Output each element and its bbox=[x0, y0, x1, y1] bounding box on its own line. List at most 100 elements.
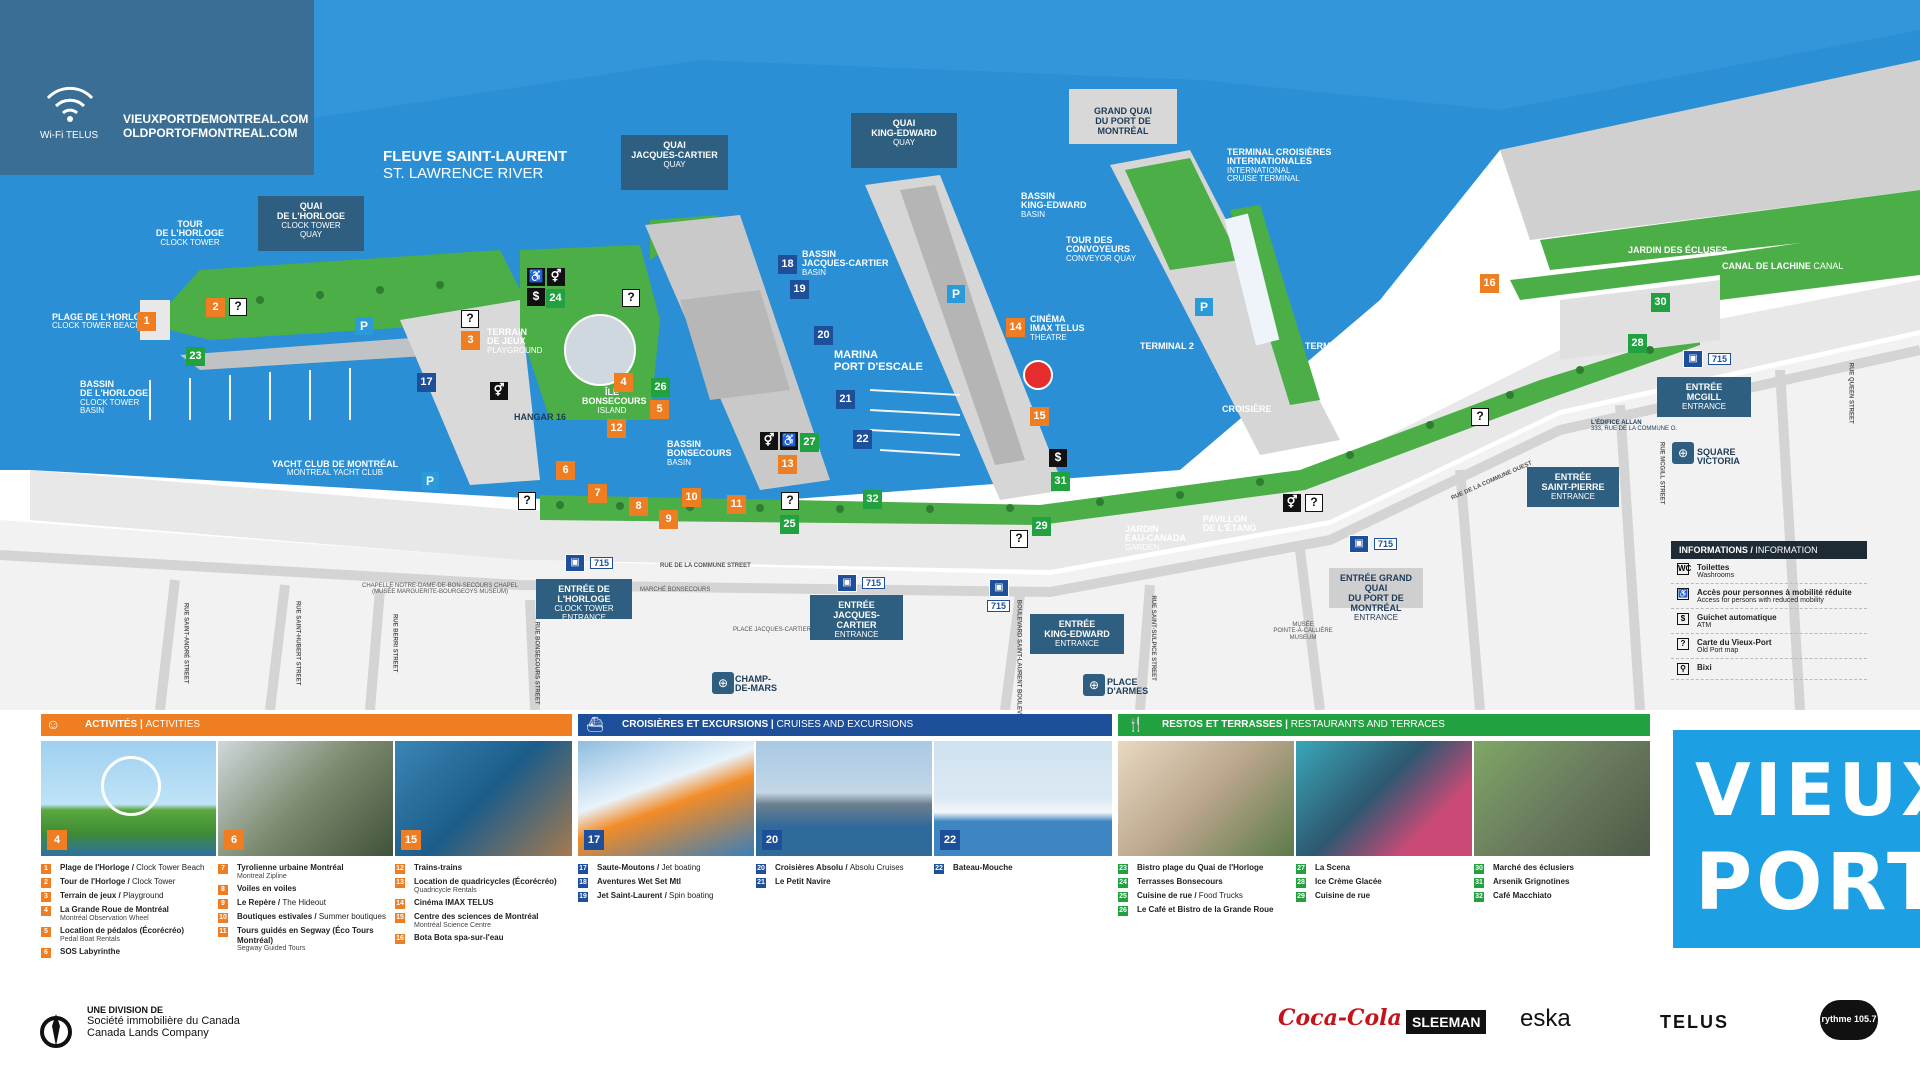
parking-icon[interactable]: P bbox=[947, 285, 965, 303]
parking-icon[interactable]: P bbox=[421, 472, 439, 490]
marker-21[interactable]: 21 bbox=[836, 390, 855, 409]
map-help-icon[interactable]: ? bbox=[1471, 408, 1489, 426]
entrance-jacques-cartier[interactable]: ENTRÉE JACQUES-CARTIER ENTRANCE bbox=[810, 595, 903, 640]
marker-15[interactable]: 15 bbox=[1030, 407, 1049, 426]
marker-14[interactable]: 14 bbox=[1006, 318, 1025, 337]
bus-stop-icon[interactable]: ▣ bbox=[565, 554, 585, 572]
entrance-mcgill[interactable]: ENTRÉE McGILL ENTRANCE bbox=[1657, 377, 1751, 417]
marker-16[interactable]: 16 bbox=[1480, 274, 1499, 293]
activities-header: ACTIVITÉS | ACTIVITIES bbox=[41, 714, 572, 736]
map-help-icon[interactable]: ? bbox=[622, 289, 640, 307]
marker-17[interactable]: 17 bbox=[417, 373, 436, 392]
marker-11[interactable]: 11 bbox=[727, 495, 746, 514]
parking-icon[interactable]: P bbox=[1195, 298, 1213, 316]
map-help-icon[interactable]: ? bbox=[1305, 494, 1323, 512]
label-ile-bonsecours: ÎLE BONSECOURS ISLAND bbox=[582, 387, 647, 415]
map-help-icon[interactable]: ? bbox=[461, 310, 479, 328]
marker-1[interactable]: 1 bbox=[137, 312, 156, 331]
marker-24[interactable]: 24 bbox=[546, 289, 565, 308]
entrance-king-edward[interactable]: ENTRÉE KING-EDWARD ENTRANCE bbox=[1030, 614, 1124, 654]
marker-30[interactable]: 30 bbox=[1651, 293, 1670, 312]
map-help-icon[interactable]: ? bbox=[781, 492, 799, 510]
entrance-saint-pierre[interactable]: ENTRÉE SAINT-PIERRE ENTRANCE bbox=[1527, 467, 1619, 507]
entrance-grand-quai[interactable]: ENTRÉE GRAND QUAI DU PORT DE MONTRÉAL EN… bbox=[1329, 568, 1423, 621]
metro-icon[interactable]: ⊕ bbox=[1083, 674, 1105, 696]
marker-9[interactable]: 9 bbox=[659, 510, 678, 529]
marker-26[interactable]: 26 bbox=[651, 378, 670, 397]
marker-13[interactable]: 13 bbox=[778, 455, 797, 474]
bus-stop-icon[interactable]: ▣ bbox=[1349, 535, 1369, 553]
marker-7[interactable]: 7 bbox=[588, 484, 607, 503]
website-fr-link[interactable]: VIEUXPORTDEMONTREAL.COM bbox=[123, 112, 309, 126]
marker-32[interactable]: 32 bbox=[863, 490, 882, 509]
marker-28[interactable]: 28 bbox=[1628, 334, 1647, 353]
entrance-horloge[interactable]: ENTRÉE DE L'HORLOGE CLOCK TOWER ENTRANCE bbox=[536, 579, 632, 621]
marker-6[interactable]: 6 bbox=[556, 461, 575, 480]
entrance-jc-l1: ENTRÉE bbox=[838, 600, 875, 610]
marker-12[interactable]: 12 bbox=[607, 419, 626, 438]
metro-icon[interactable]: ⊕ bbox=[1672, 442, 1694, 464]
marker-4[interactable]: 4 bbox=[614, 373, 633, 392]
marker-29[interactable]: 29 bbox=[1032, 517, 1051, 536]
science-centre-badge[interactable] bbox=[1023, 360, 1053, 390]
marker-27[interactable]: 27 bbox=[800, 433, 819, 452]
label-bassin-bonsecours-l2: BONSECOURS bbox=[667, 448, 732, 459]
map-help-icon[interactable]: ? bbox=[1010, 530, 1028, 548]
marker-31[interactable]: 31 bbox=[1051, 472, 1070, 491]
entrance-horloge-s2: ENTRANCE bbox=[561, 612, 606, 622]
bus-stop-icon[interactable]: ▣ bbox=[989, 579, 1009, 597]
marker-8[interactable]: 8 bbox=[629, 497, 648, 516]
label-terminal-croisieres: TERMINAL CROISIÈRES INTERNATIONALES INTE… bbox=[1227, 147, 1331, 184]
bus-stop-icon[interactable]: ▣ bbox=[1683, 350, 1703, 368]
marker-19[interactable]: 19 bbox=[790, 280, 809, 299]
metro-icon[interactable]: ⊕ bbox=[712, 672, 734, 694]
marker-20[interactable]: 20 bbox=[814, 326, 833, 345]
marker-5[interactable]: 5 bbox=[650, 400, 669, 419]
cruises-title-fr: CROISIÈRES ET EXCURSIONS bbox=[622, 719, 769, 730]
marker-2[interactable]: 2 bbox=[206, 298, 225, 317]
map-help-icon[interactable]: ? bbox=[229, 298, 247, 316]
marker-10[interactable]: 10 bbox=[682, 488, 701, 507]
marker-18[interactable]: 18 bbox=[778, 255, 797, 274]
marker-23[interactable]: 23 bbox=[186, 347, 205, 366]
bus-stop-icon[interactable]: ▣ bbox=[837, 574, 857, 592]
marker-22[interactable]: 22 bbox=[853, 430, 872, 449]
parking-icon[interactable]: P bbox=[355, 317, 373, 335]
marker-25[interactable]: 25 bbox=[780, 515, 799, 534]
website-en-link[interactable]: OLDPORTOFMONTREAL.COM bbox=[123, 126, 298, 140]
map-help-icon[interactable]: ? bbox=[518, 492, 536, 510]
marker-3[interactable]: 3 bbox=[461, 331, 480, 350]
